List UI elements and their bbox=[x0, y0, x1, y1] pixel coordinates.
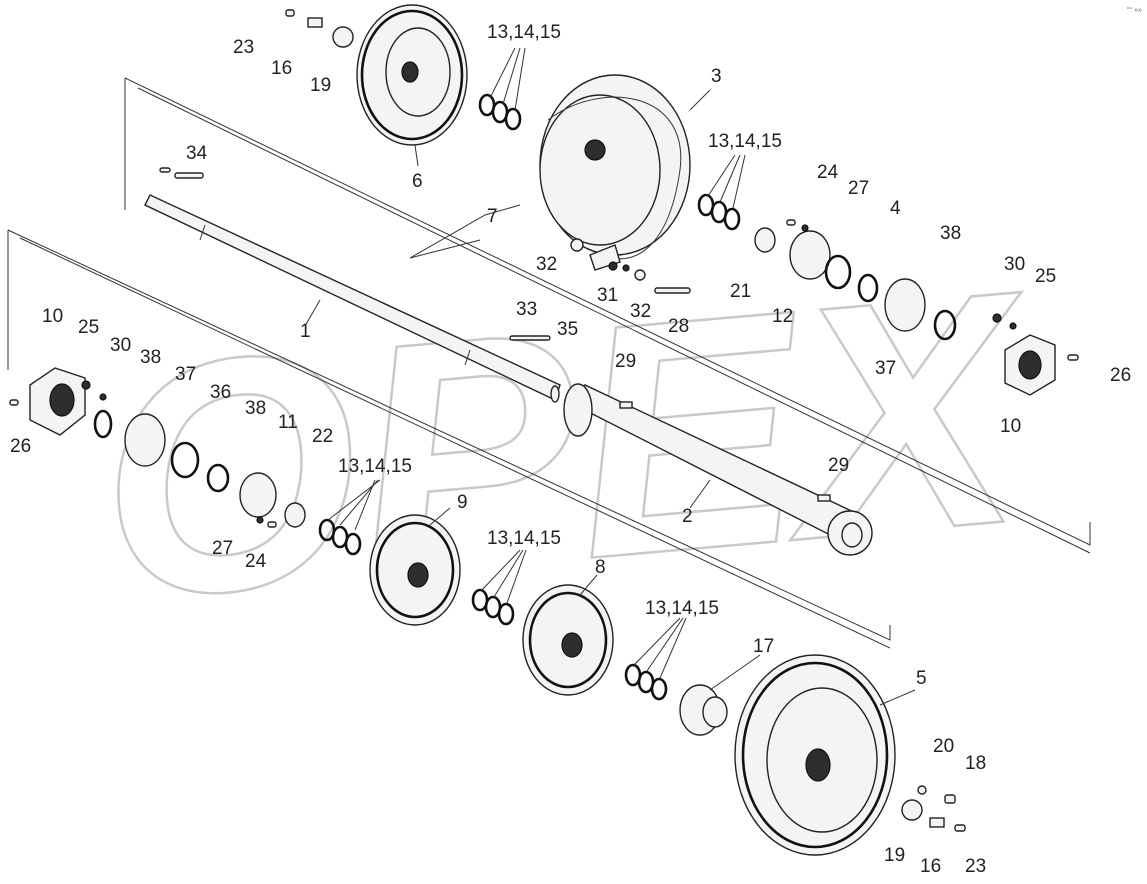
callout-32-right: 32 bbox=[630, 301, 651, 322]
callout-3: 3 bbox=[711, 66, 722, 87]
callout-19-top: 19 bbox=[310, 75, 331, 96]
callout-18: 18 bbox=[965, 753, 986, 774]
callout-13-14-15-lower: 13,14,15 bbox=[487, 528, 561, 549]
callout-34: 34 bbox=[186, 143, 208, 164]
callout-38-left: 38 bbox=[140, 347, 161, 368]
callout-30-left: 30 bbox=[110, 335, 131, 356]
callout-23-top: 23 bbox=[233, 37, 254, 58]
tube bbox=[563, 383, 873, 556]
callout-29-top: 29 bbox=[615, 351, 636, 372]
callout-35: 35 bbox=[557, 319, 578, 340]
bearings-and-rings bbox=[93, 227, 957, 528]
callout-16-top: 16 bbox=[271, 58, 292, 79]
corner-mark: °° »» bbox=[1127, 6, 1142, 14]
callout-25-right: 25 bbox=[1035, 266, 1056, 287]
callout-10-right: 10 bbox=[1000, 416, 1021, 437]
callout-37-left: 37 bbox=[175, 364, 196, 385]
callout-17: 17 bbox=[753, 636, 774, 657]
callout-10-left: 10 bbox=[42, 306, 63, 327]
leader-lines bbox=[304, 47, 916, 706]
callout-labels: 1 2 3 4 5 6 7 8 9 10 10 11 12 13,14,15 1… bbox=[10, 22, 1131, 877]
callout-11: 11 bbox=[278, 412, 298, 433]
callout-5: 5 bbox=[916, 668, 927, 689]
callout-25-left: 25 bbox=[78, 317, 99, 338]
wheel-bottom bbox=[734, 654, 896, 856]
callout-19-bottom: 19 bbox=[884, 845, 905, 866]
pulley-8 bbox=[522, 584, 614, 696]
callout-6: 6 bbox=[412, 171, 423, 192]
callout-13-14-15-mid: 13,14,15 bbox=[338, 456, 412, 477]
callout-29-bottom: 29 bbox=[828, 455, 849, 476]
wheel-top bbox=[356, 4, 468, 146]
pulley-large bbox=[539, 74, 691, 271]
callout-23-bottom: 23 bbox=[965, 856, 986, 877]
callout-8: 8 bbox=[595, 557, 606, 578]
callout-26-left: 26 bbox=[10, 436, 31, 457]
callout-38-mid: 38 bbox=[245, 398, 266, 419]
callout-22: 22 bbox=[312, 426, 333, 447]
pulley-9 bbox=[369, 514, 461, 626]
shaft bbox=[144, 167, 561, 403]
callout-28: 28 bbox=[668, 316, 689, 337]
ring-sets bbox=[318, 93, 741, 701]
callout-36: 36 bbox=[210, 382, 231, 403]
callout-30-right: 30 bbox=[1004, 254, 1025, 275]
callout-24-bottom: 24 bbox=[245, 551, 267, 572]
callout-12: 12 bbox=[772, 306, 793, 327]
axis-frames bbox=[7, 77, 1091, 649]
callout-2: 2 bbox=[682, 506, 693, 527]
fasteners bbox=[9, 9, 1079, 832]
callout-31: 31 bbox=[597, 285, 618, 306]
callout-27-top: 27 bbox=[848, 178, 869, 199]
callout-16-bottom: 16 bbox=[920, 856, 941, 877]
callout-20: 20 bbox=[933, 736, 954, 757]
callout-13-14-15-bottom: 13,14,15 bbox=[645, 598, 719, 619]
callout-32-left: 32 bbox=[536, 254, 557, 275]
hub bbox=[679, 684, 728, 736]
callout-13-14-15-top: 13,14,15 bbox=[487, 22, 561, 43]
callout-9: 9 bbox=[457, 492, 468, 513]
callout-38-right: 38 bbox=[940, 223, 961, 244]
callout-26-right: 26 bbox=[1110, 365, 1131, 386]
callout-1: 1 bbox=[300, 321, 311, 342]
callout-7: 7 bbox=[487, 206, 498, 227]
callout-13-14-15-right: 13,14,15 bbox=[708, 131, 782, 152]
bearing-housing-right bbox=[1004, 334, 1056, 396]
bearing-housing-left bbox=[29, 367, 86, 436]
callout-33: 33 bbox=[516, 299, 537, 320]
callout-37-right: 37 bbox=[875, 358, 896, 379]
callout-24-top: 24 bbox=[817, 162, 839, 183]
callout-27-bottom: 27 bbox=[212, 538, 233, 559]
callout-21: 21 bbox=[730, 281, 751, 302]
callout-4: 4 bbox=[890, 198, 901, 219]
